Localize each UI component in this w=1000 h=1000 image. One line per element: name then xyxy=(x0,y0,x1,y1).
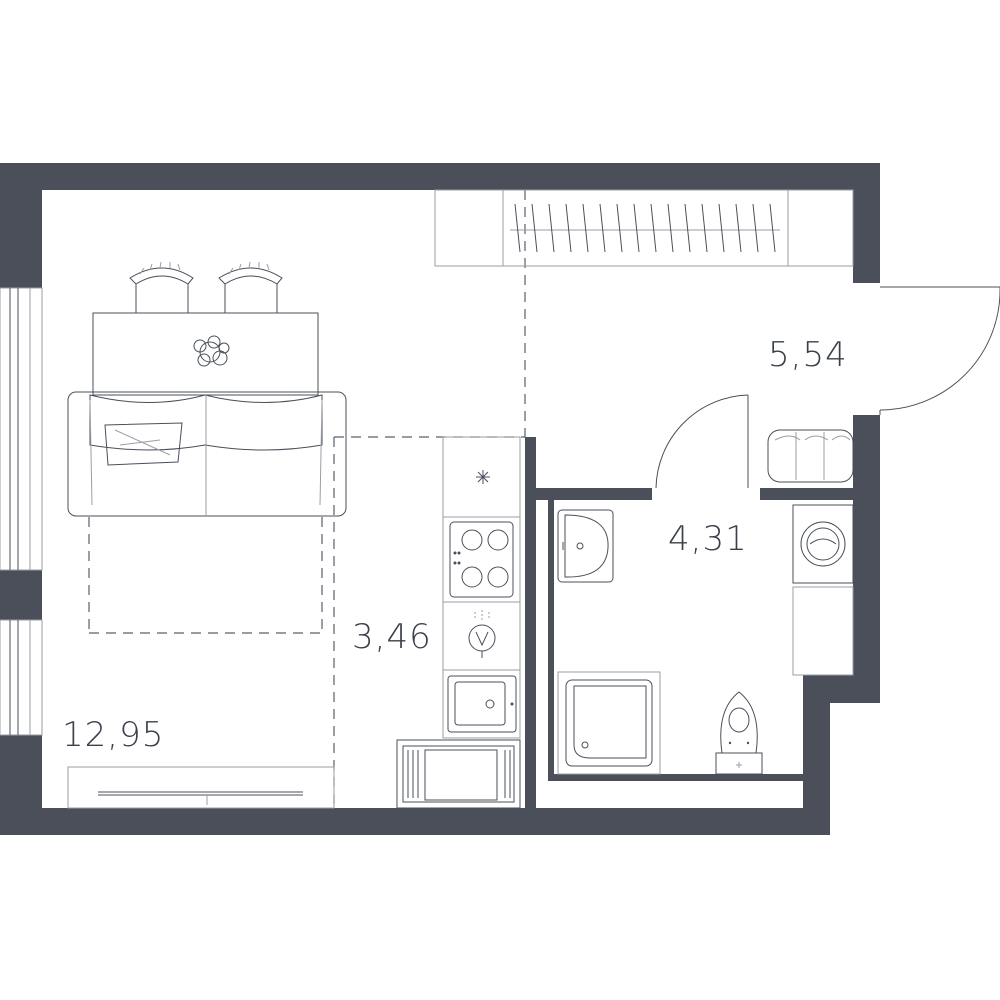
hanger-line xyxy=(599,203,606,253)
plant-icon xyxy=(193,335,230,367)
hanger-line xyxy=(735,203,742,253)
hanger-line xyxy=(582,203,589,253)
hanger-line xyxy=(667,203,674,253)
hanger-line xyxy=(548,203,555,253)
hanger-line xyxy=(650,203,657,253)
sink-icon xyxy=(442,669,521,739)
wall-bath-left-inner xyxy=(548,500,554,780)
wall-bottom xyxy=(0,808,830,835)
wall-bath-bottom xyxy=(548,774,808,781)
wall-left-bottom xyxy=(0,735,42,835)
bathroom-door-icon xyxy=(655,394,749,489)
door-icon xyxy=(879,286,1000,415)
area-label-bathroom: 4,31 xyxy=(668,519,748,559)
washbasin-icon xyxy=(557,509,614,583)
chair-icon xyxy=(129,261,194,313)
wall-right-lower xyxy=(853,493,880,703)
wall-right-upper xyxy=(853,163,880,283)
hanger-line xyxy=(531,203,538,253)
windows xyxy=(0,287,43,736)
hanger-line xyxy=(616,203,623,253)
wall-top xyxy=(0,163,880,190)
wall-left-mid xyxy=(0,570,42,620)
walls xyxy=(0,163,880,835)
hanger-line xyxy=(514,203,521,253)
cabinet-icon xyxy=(792,586,854,676)
hanger-line xyxy=(701,203,708,253)
toilet-icon xyxy=(715,691,763,775)
hanger-line xyxy=(565,203,572,253)
shower-icon xyxy=(557,671,661,775)
wardrobe-icon xyxy=(434,189,854,267)
pouf-icon xyxy=(767,429,854,483)
washing-machine-icon xyxy=(792,504,854,584)
wall-kitchen-bath xyxy=(525,437,536,808)
hanger-line xyxy=(752,203,759,253)
hanger-line xyxy=(718,203,725,253)
faucet-icon xyxy=(442,601,521,671)
sofa-icon xyxy=(67,391,347,517)
hanger-line xyxy=(684,203,691,253)
wall-bath-top-left xyxy=(525,488,652,500)
wall-left-top xyxy=(0,163,42,288)
microwave-icon xyxy=(396,739,521,809)
wall-right-hall xyxy=(853,415,880,493)
cooktop-icon xyxy=(442,516,521,603)
area-label-kitchen: 3,46 xyxy=(352,617,432,657)
area-label-living: 12,95 xyxy=(62,715,164,755)
wall-bath-top-right xyxy=(760,488,860,500)
hanger-line xyxy=(633,203,640,253)
hanger-line xyxy=(769,203,776,253)
area-label-hallway: 5,54 xyxy=(768,335,848,375)
fridge-icon xyxy=(442,436,521,518)
dining-table-icon xyxy=(92,312,319,396)
tv-icon xyxy=(67,766,335,809)
chair-icon-2 xyxy=(218,261,283,313)
